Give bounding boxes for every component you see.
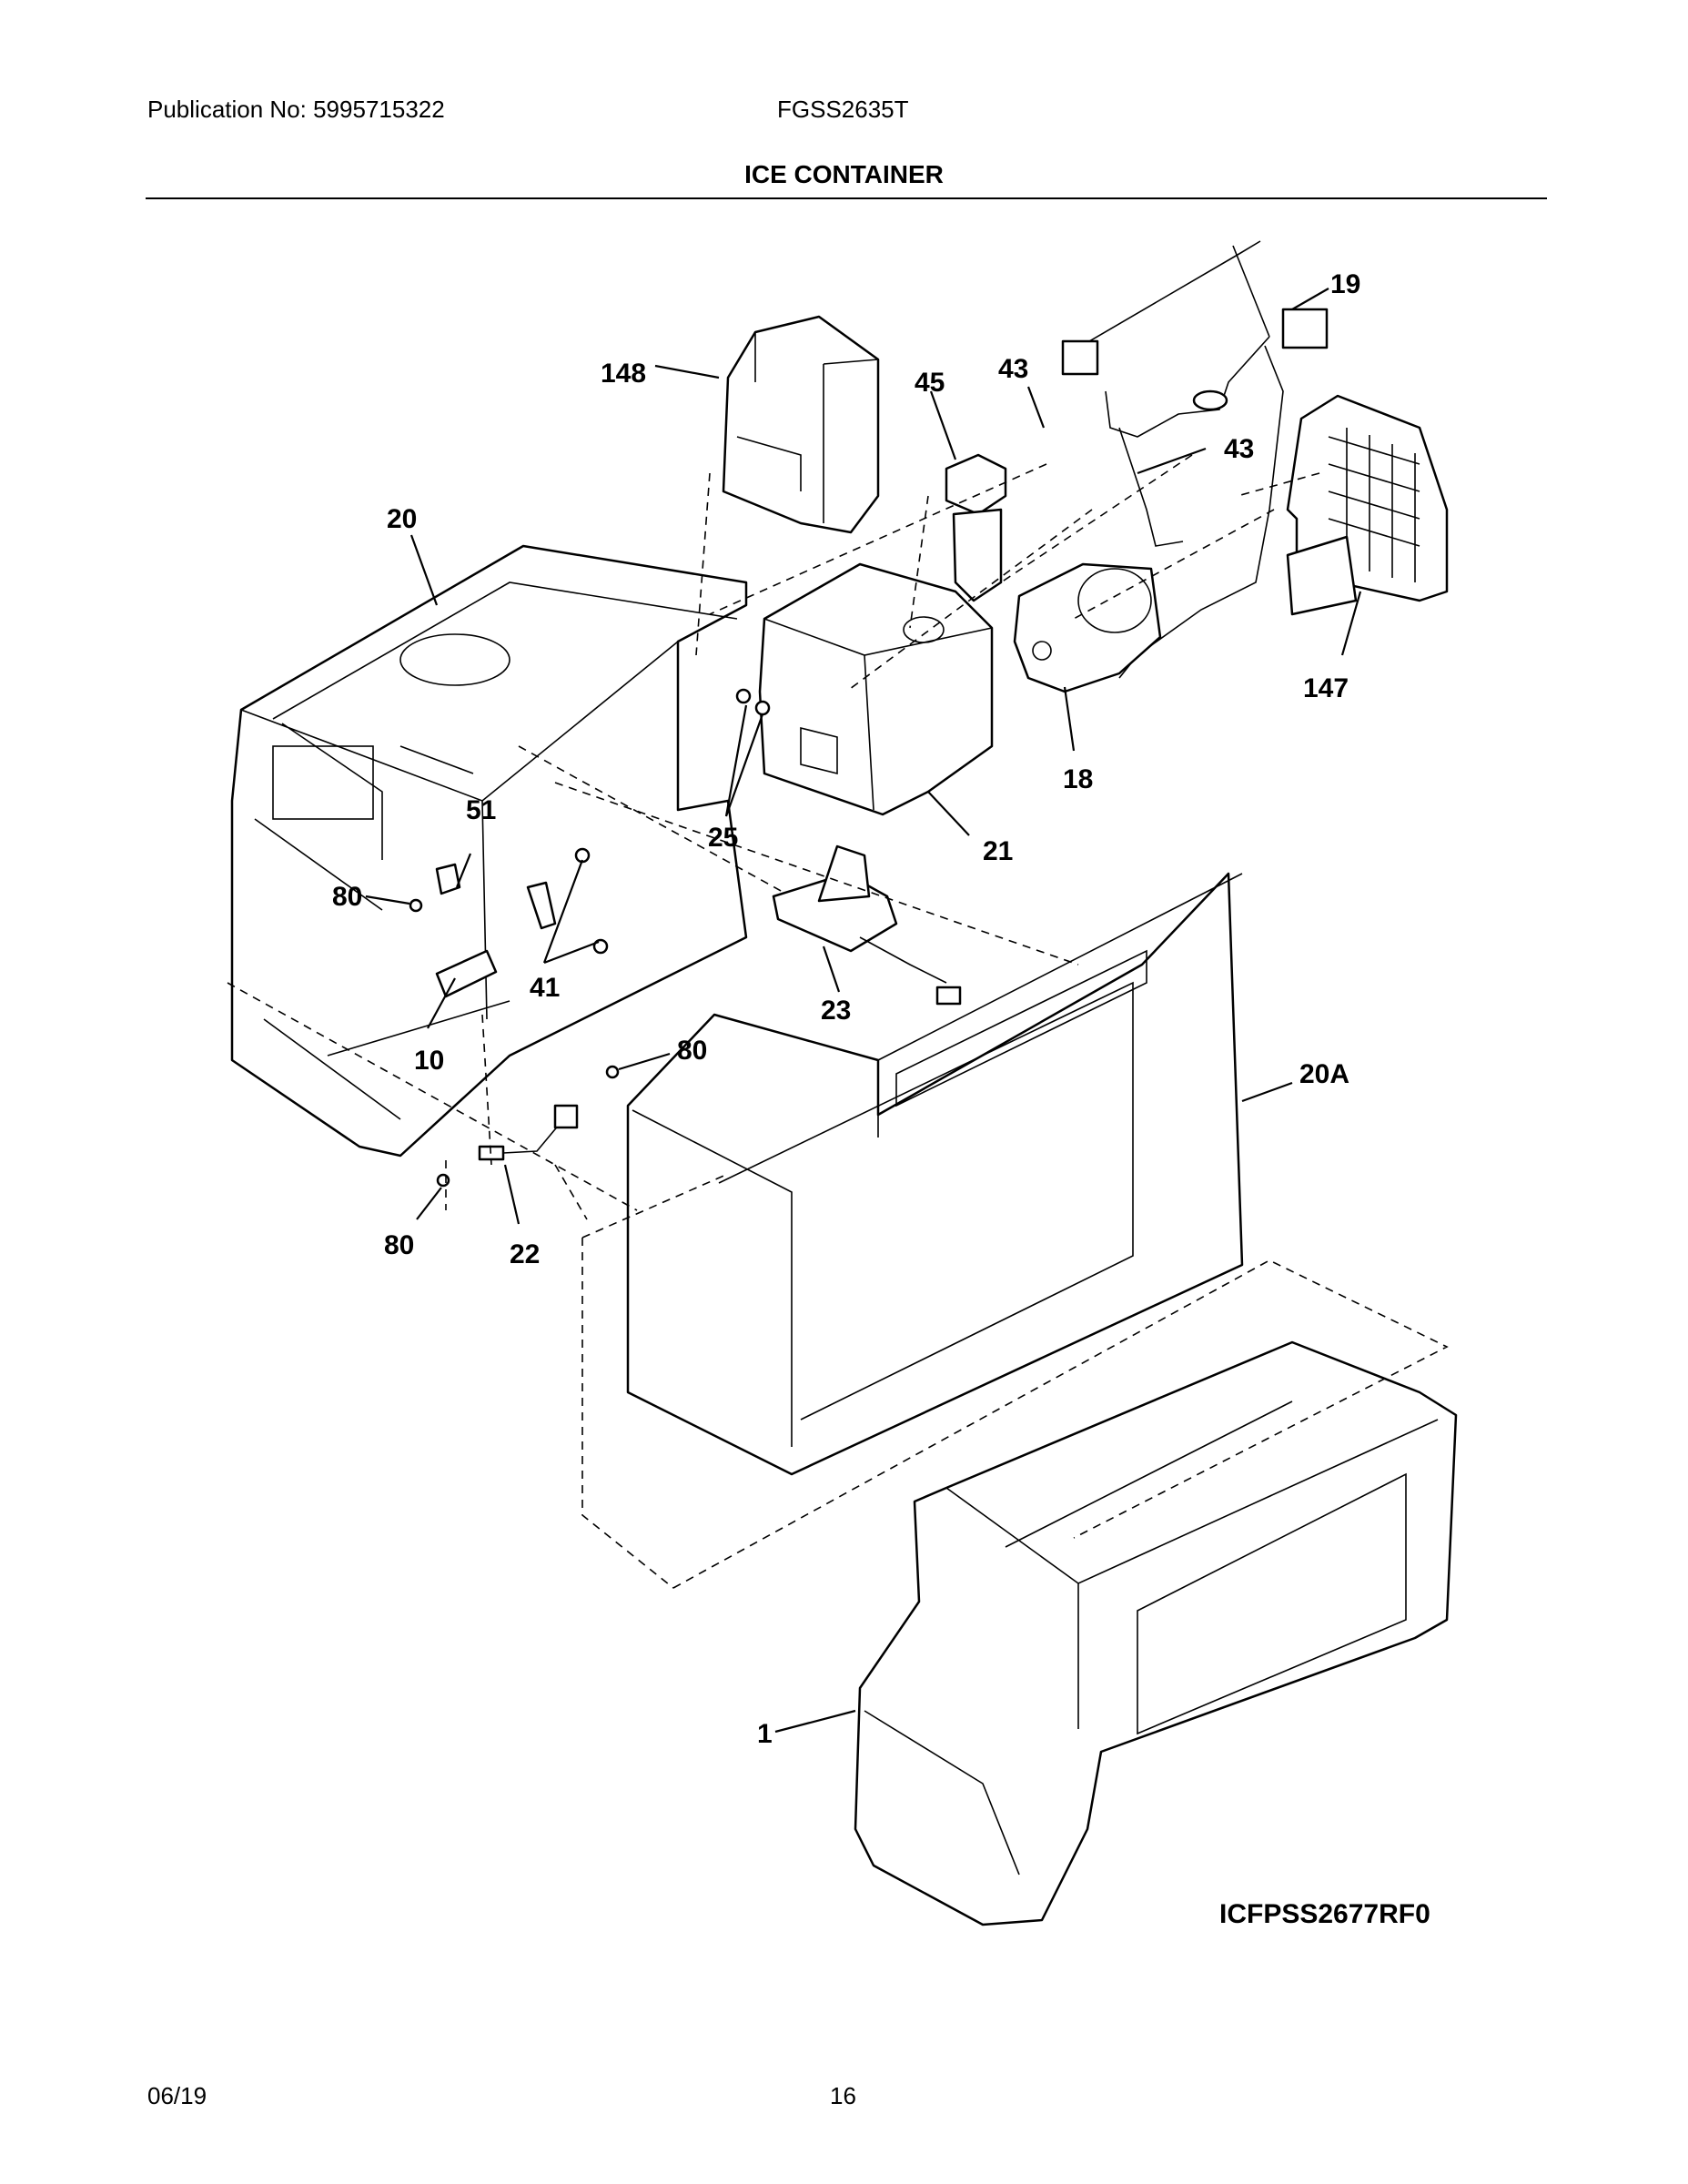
callout-19: 19 [1330, 269, 1360, 299]
part-23-flapper [772, 844, 962, 1006]
alignment-lines [227, 454, 1449, 1589]
part-45-valve [945, 453, 1007, 602]
callout-20A: 20A [1299, 1059, 1349, 1089]
callout-51: 51 [466, 795, 496, 825]
callout-10: 10 [414, 1046, 444, 1076]
callout-45: 45 [915, 368, 945, 398]
callout-43-upper: 43 [998, 354, 1028, 384]
page-number: 16 [830, 2082, 856, 2109]
section-title: ICE CONTAINER [744, 160, 944, 188]
part-20-housing [230, 544, 748, 1158]
callout-25: 25 [708, 823, 738, 853]
part-148-cover [722, 315, 880, 534]
header-rule [146, 197, 1547, 199]
callout-23: 23 [821, 996, 851, 1026]
callout-80-left: 80 [332, 882, 362, 912]
part-147-grille [1286, 394, 1449, 616]
callout-20: 20 [387, 504, 417, 534]
part-22-sensor [478, 1104, 579, 1161]
part-21-gearbox [758, 562, 994, 816]
publication-number: Publication No: 5995715322 [147, 96, 445, 123]
model-number: FGSS2635T [777, 96, 909, 123]
callout-21: 21 [983, 836, 1013, 866]
callout-148: 148 [601, 359, 646, 389]
fasteners [409, 688, 771, 1188]
callout-18: 18 [1063, 764, 1093, 794]
callout-41: 41 [530, 973, 560, 1003]
leader-lines [365, 288, 1362, 1734]
part-1-ice-bucket [854, 1340, 1458, 1926]
part-18-motor [1013, 562, 1162, 693]
callout-80-middle: 80 [677, 1036, 707, 1066]
callout-22: 22 [510, 1239, 540, 1269]
drawing-code: ICFPSS2677RF0 [1219, 1899, 1430, 1929]
callout-80-bottom: 80 [384, 1230, 414, 1260]
part-20a-front-housing [626, 872, 1244, 1476]
callout-43-lower: 43 [1224, 434, 1254, 464]
callout-labels: 19 148 45 43 43 20 147 18 51 25 21 80 41… [332, 269, 1360, 1749]
callout-1: 1 [757, 1719, 773, 1749]
footer-date: 06/19 [147, 2082, 207, 2109]
callout-147: 147 [1303, 673, 1349, 703]
